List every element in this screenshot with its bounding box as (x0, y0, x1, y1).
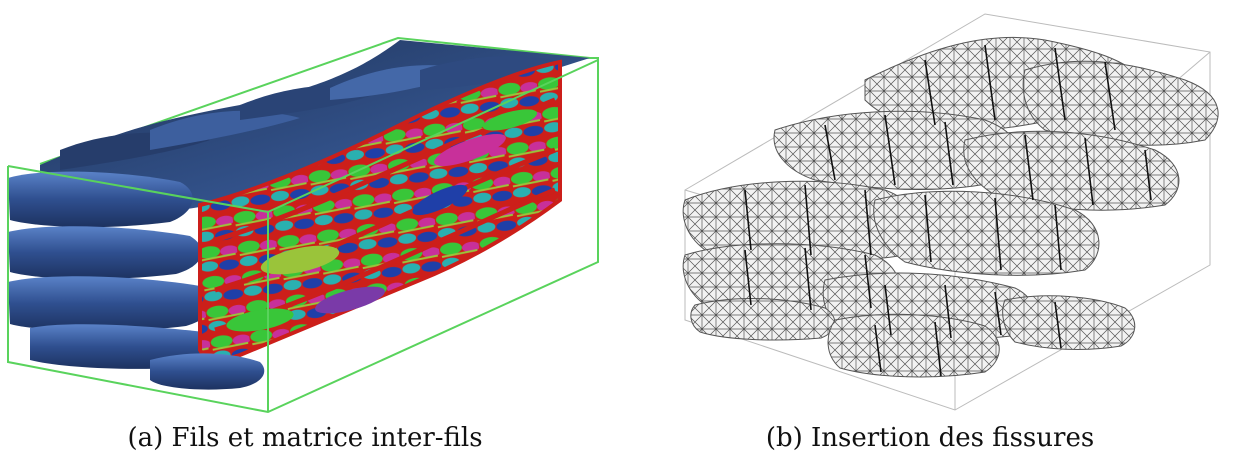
caption-b: (b) Insertion des fissures (765, 423, 1095, 453)
front-yarn-layers (8, 171, 232, 369)
cross-section-face (198, 59, 562, 362)
caption-a: (a) Fils et matrice inter-fils (127, 423, 483, 453)
top-yarns (40, 40, 590, 212)
bottom-yarn (150, 353, 265, 390)
bounding-box-back (39, 36, 591, 165)
bounding-box-front (7, 57, 599, 414)
cracks (744, 44, 1152, 377)
image-crack-insertion (682, 13, 1219, 411)
image-yarns-matrix (7, 36, 599, 414)
subfigure-a: (a) Fils et matrice inter-fils (0, 0, 610, 467)
meshed-yarns (682, 36, 1219, 378)
subfigure-b: (b) Insertion des fissures (625, 0, 1235, 467)
